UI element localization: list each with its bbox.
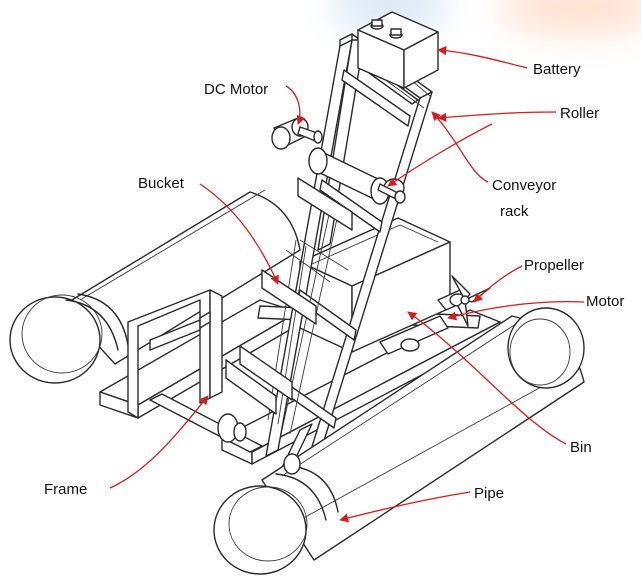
label-frame: Frame [44,481,87,498]
leader-propeller [473,265,523,303]
leader-roller [437,111,557,122]
battery [357,11,439,89]
label-bucket: Bucket [138,175,185,192]
label-motor: Motor [586,293,624,310]
leader-dc-motor [285,85,306,125]
leader-pipe [339,491,471,523]
leader-bucket [199,183,279,285]
front-wheel [217,413,301,475]
label-conveyor-rack-line2: rack [500,203,529,220]
dc-motor [271,117,323,150]
label-battery: Battery [533,61,581,78]
leader-bin [407,311,567,445]
leader-frame [109,395,209,489]
label-pipe: Pipe [474,485,504,502]
label-roller: Roller [560,105,599,122]
roller [308,147,406,205]
leader-conveyor-rack [431,111,489,183]
label-conveyor-rack-line1: Conveyor [492,177,556,194]
label-bin: Bin [570,439,592,456]
leader-motor [447,301,585,321]
pipe-left [9,189,301,384]
pipe-right [213,307,585,575]
label-propeller: Propeller [524,257,584,274]
leader-battery [437,46,528,69]
label-dc-motor: DC Motor [204,81,268,98]
leader-roller-to-drum [387,123,493,187]
